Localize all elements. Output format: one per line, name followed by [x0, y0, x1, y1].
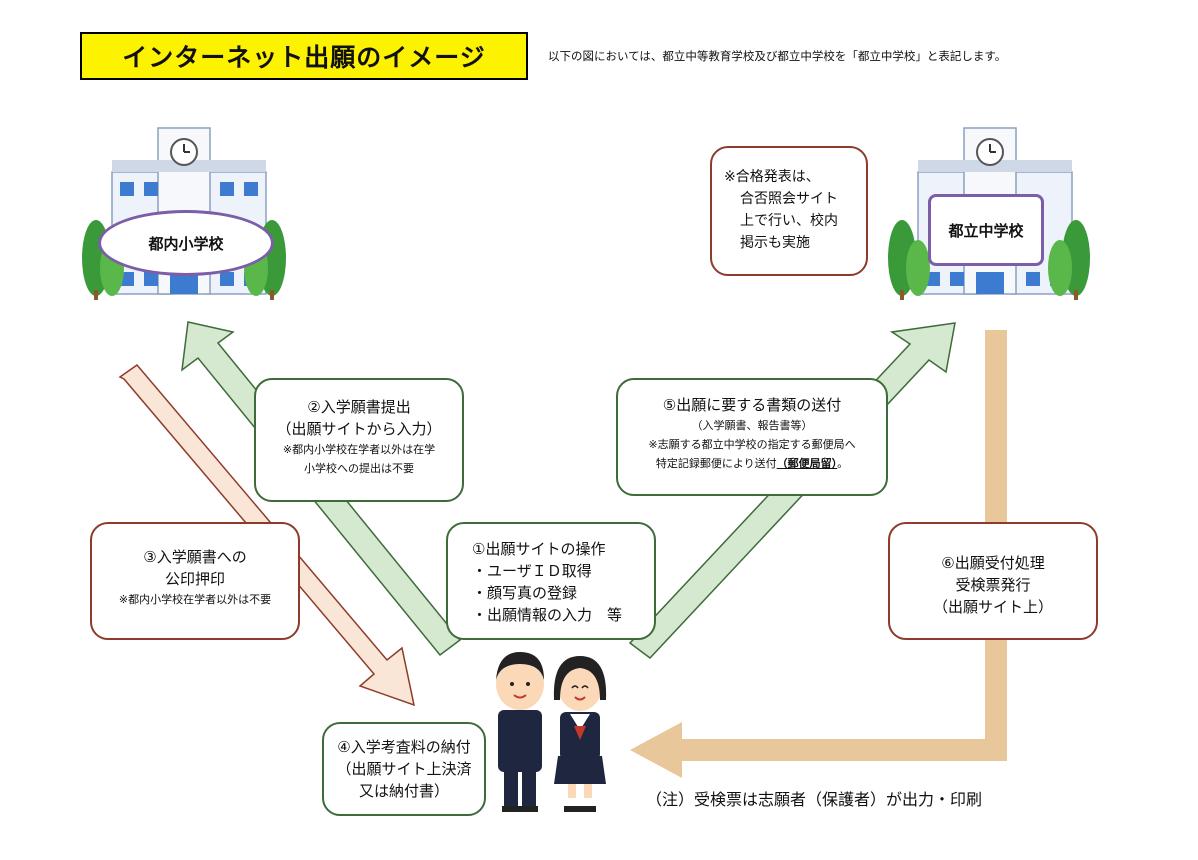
page-title: インターネット出願のイメージ [80, 32, 528, 80]
result-note-line-1: ※合格発表は、 [724, 169, 820, 185]
arrow-head-to-student [630, 722, 682, 778]
result-note-line-3: 上で行い、校内 [740, 213, 838, 229]
step5-note-2-suffix: 。 [837, 457, 849, 470]
step4-exam-fee-payment: ④入学考査料の納付 （出願サイト上決済 又は納付書） [322, 722, 486, 816]
result-note-line-4: 掲示も実施 [740, 235, 810, 251]
step1-title: ①出願サイトの操作 [472, 540, 606, 558]
header-note: 以下の図においては、都立中等教育学校及び都立中学校を「都立中学校」と表記します。 [548, 49, 1007, 63]
result-announcement-note: ※合格発表は、 合否照会サイト 上で行い、校内 掲示も実施 [710, 146, 868, 276]
step4-title: ④入学考査料の納付 [337, 738, 471, 756]
step5-document-mailing: ⑤出願に要する書類の送付 （入学願書、報告書等） ※志願する都立中学校の指定する… [616, 378, 888, 496]
step3-title-line-1: ③入学願書への [143, 548, 247, 566]
junior-high-label: 都立中学校 [928, 194, 1044, 266]
step5-title: ⑤出願に要する書類の送付 [662, 396, 842, 414]
step1-item-3: ・出願情報の入力 等 [472, 606, 623, 624]
step6-line-1: ⑥出願受付処理 [941, 554, 1045, 572]
step3-note: ※都内小学校在学者以外は不要 [118, 593, 272, 606]
step3-official-seal: ③入学願書への 公印押印 ※都内小学校在学者以外は不要 [90, 522, 300, 640]
step5-sub: （入学願書、報告書等） [691, 419, 813, 432]
step6-line-3: （出願サイト上） [932, 598, 1053, 616]
bottom-note: （注）受検票は志願者（保護者）が出力・印刷 [646, 790, 983, 809]
students-illustration [496, 652, 607, 812]
step1-application-site: ①出願サイトの操作 ・ユーザＩＤ取得 ・顔写真の登録 ・出願情報の入力 等 [446, 522, 656, 640]
step4-sub-1: （出願サイト上決済 [336, 760, 472, 778]
step6-acceptance-processing: ⑥出願受付処理 受検票発行 （出願サイト上） [888, 522, 1098, 640]
step6-line-2: 受検票発行 [955, 576, 1031, 594]
elementary-school-label: 都内小学校 [98, 210, 274, 276]
step2-sub: （出願サイトから入力） [276, 420, 442, 438]
result-note-line-2: 合否照会サイト [740, 191, 838, 207]
step2-note-2: 小学校への提出は不要 [304, 462, 414, 475]
step3-title-line-2: 公印押印 [164, 570, 225, 588]
step5-note-2: 特定記録郵便により送付（郵便局留）。 [618, 454, 886, 473]
arrow-juniorhigh-to-student [680, 330, 1007, 761]
step5-note-2-emphasis: （郵便局留） [776, 457, 838, 470]
step1-item-1: ・ユーザＩＤ取得 [472, 562, 592, 580]
step5-note-2-prefix: 特定記録郵便により送付 [655, 457, 777, 470]
step2-application-submission: ②入学願書提出 （出願サイトから入力） ※都内小学校在学者以外は在学 小学校への… [254, 378, 464, 502]
step4-sub-2: 又は納付書） [358, 782, 449, 800]
step1-item-2: ・顔写真の登録 [472, 584, 578, 602]
step2-title: ②入学願書提出 [307, 398, 411, 416]
step2-note-1: ※都内小学校在学者以外は在学 [282, 443, 436, 456]
step5-note-1: ※志願する都立中学校の指定する郵便局へ [648, 438, 856, 451]
